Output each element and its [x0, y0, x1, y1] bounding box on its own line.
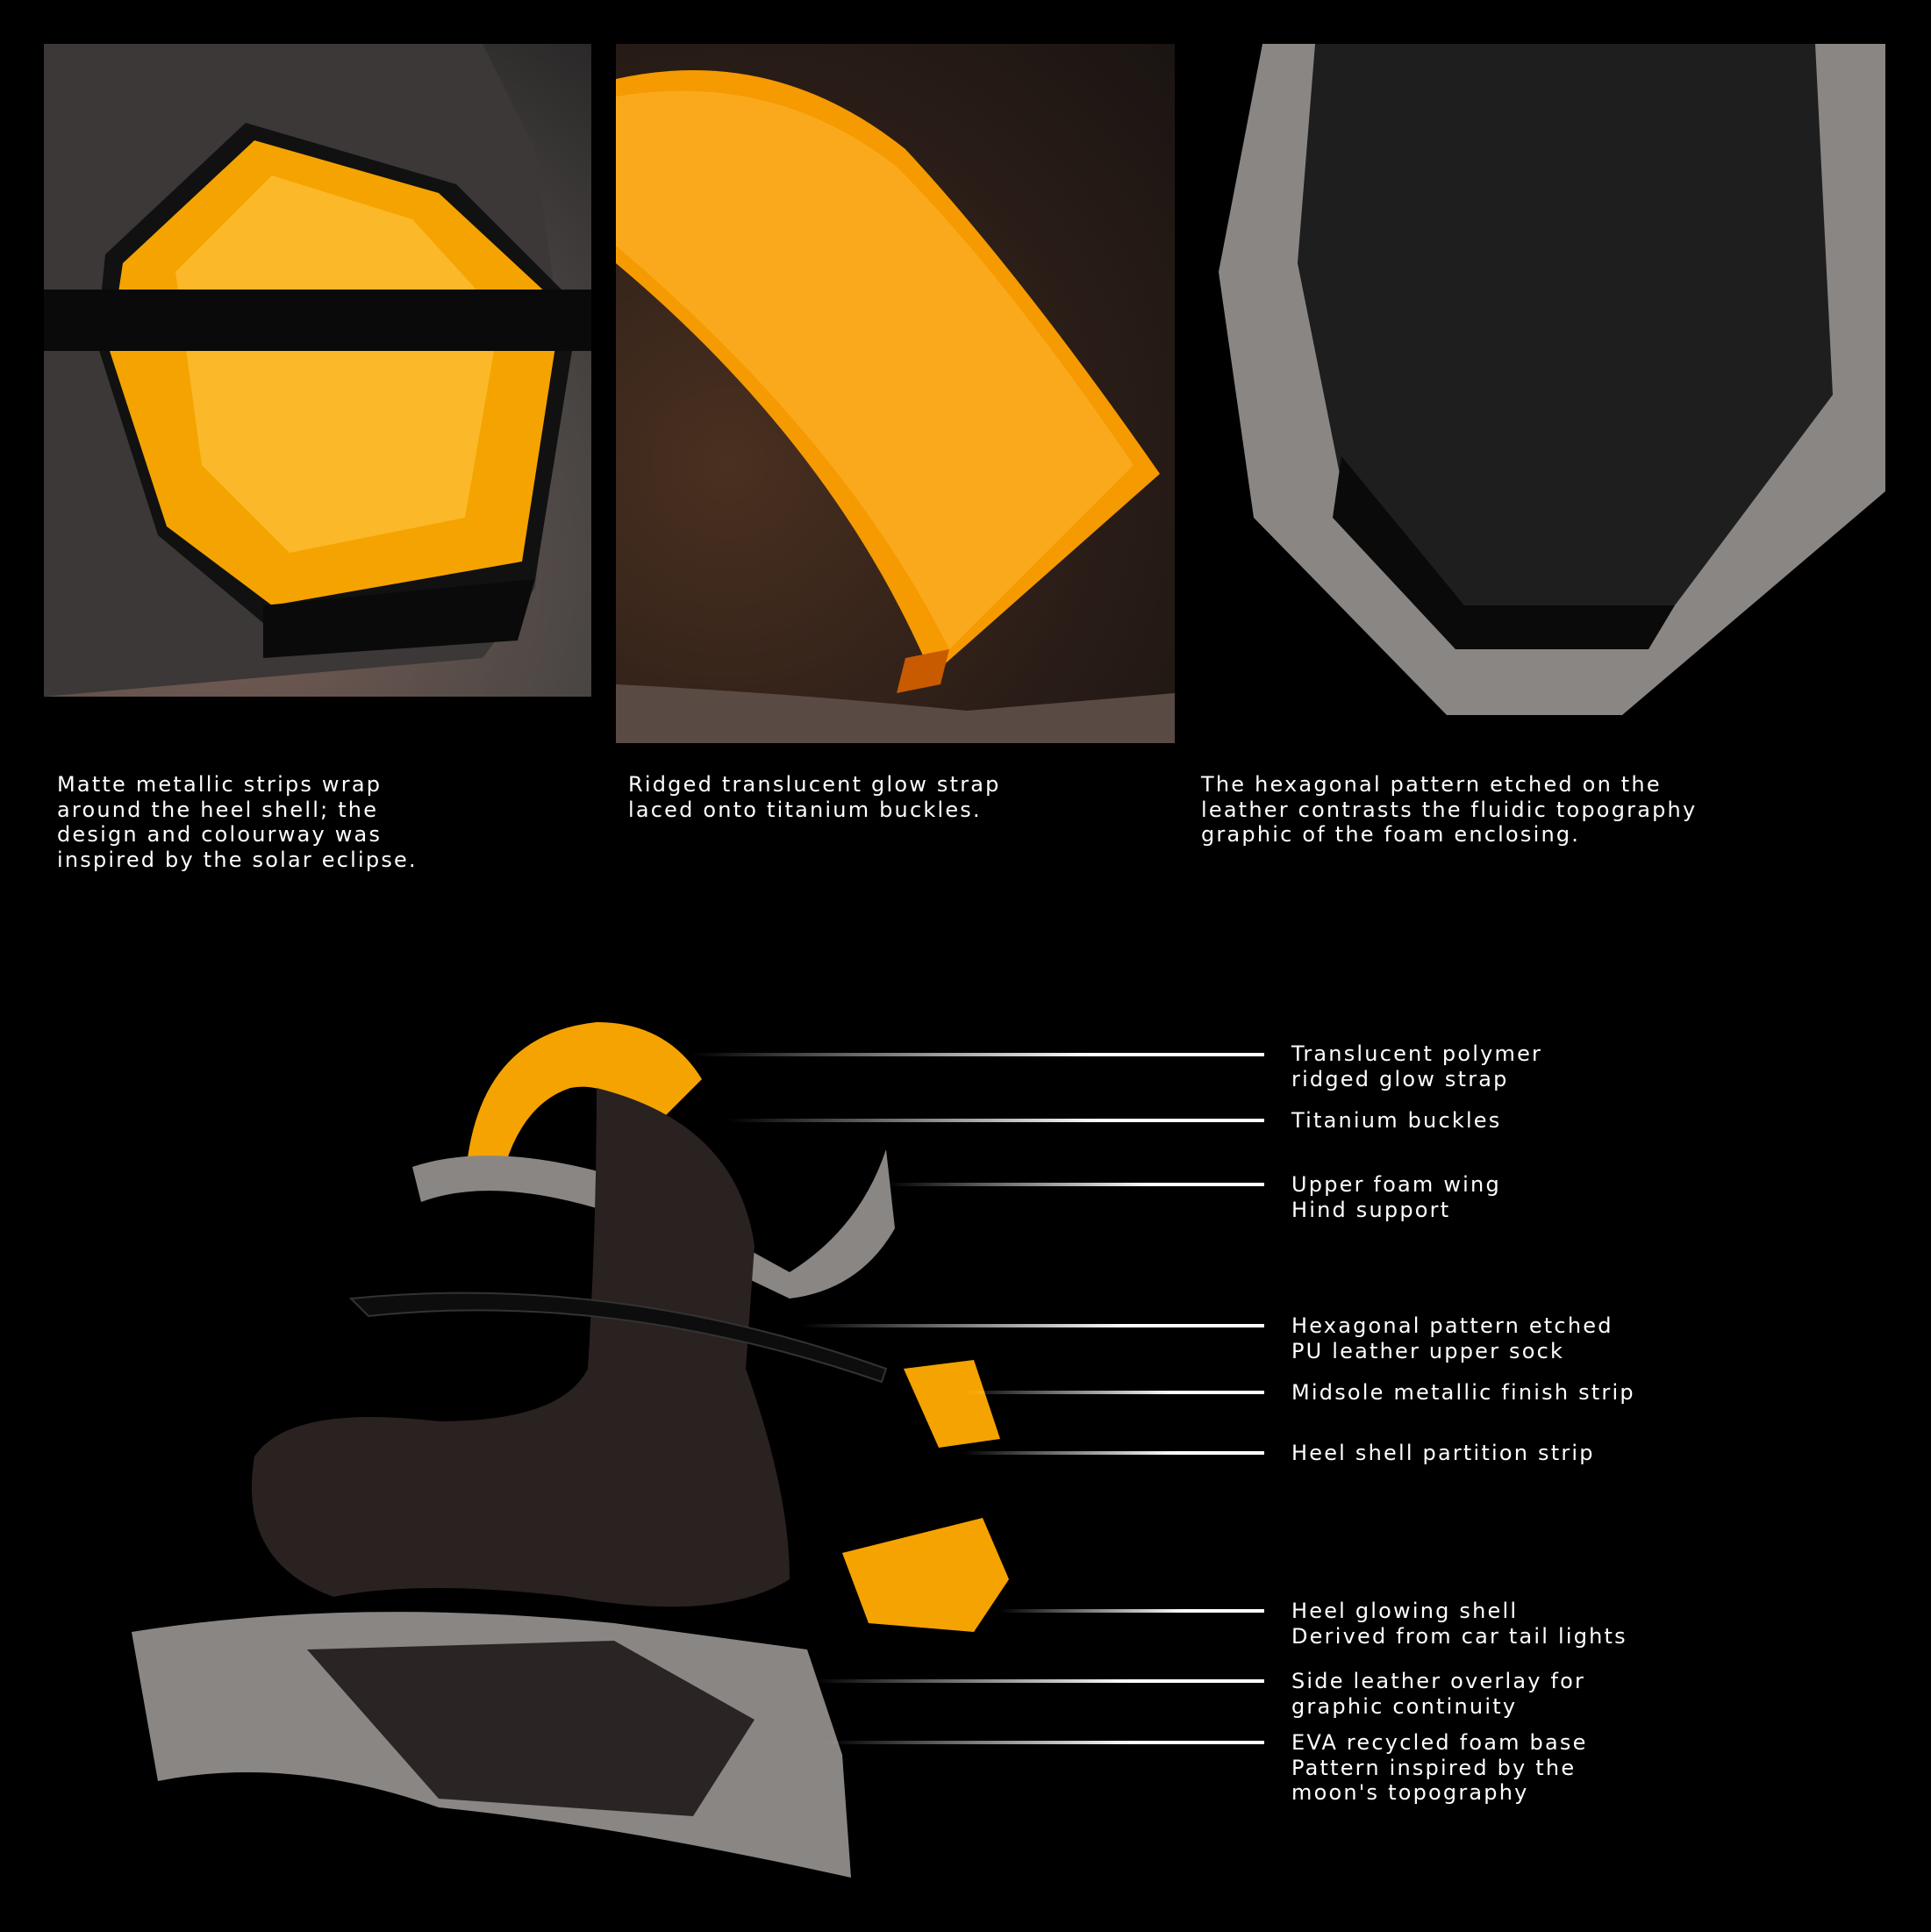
- glow-strap-illustration: [616, 70, 1175, 743]
- hex-leather-closeup-image: [1201, 44, 1885, 715]
- label-hex-leather-sock: Hexagonal pattern etched PU leather uppe…: [1291, 1313, 1613, 1363]
- heel-shell-illustration: [44, 44, 591, 697]
- leader-line: [801, 1324, 1264, 1327]
- leader-line: [962, 1451, 1264, 1455]
- leader-line: [813, 1679, 1264, 1683]
- hex-leather-illustration: [1219, 44, 1885, 715]
- eva-foam-base-part: [132, 1612, 851, 1878]
- label-side-leather-overlay: Side leather overlay for graphic continu…: [1291, 1669, 1586, 1719]
- midsole-strip-part: [348, 1292, 888, 1384]
- exploded-shoe-illustration: [132, 1022, 1009, 1878]
- label-heel-partition-strip: Heel shell partition strip: [1291, 1441, 1595, 1465]
- caption-glow-strap: Ridged translucent glow strap laced onto…: [628, 772, 1001, 822]
- leader-line: [727, 1119, 1264, 1122]
- label-midsole-strip: Midsole metallic finish strip: [1291, 1380, 1635, 1405]
- label-heel-glowing-shell: Heel glowing shell Derived from car tail…: [1291, 1599, 1627, 1649]
- label-titanium-buckles: Titanium buckles: [1291, 1108, 1502, 1133]
- leader-line: [887, 1183, 1264, 1186]
- heel-shell-closeup-image: [44, 44, 591, 697]
- heel-glowing-shell-part: [842, 1360, 1009, 1632]
- leather-sock-part: [251, 1088, 790, 1607]
- label-upper-foam-wing: Upper foam wing Hind support: [1291, 1172, 1501, 1222]
- caption-hex-leather: The hexagonal pattern etched on the leat…: [1201, 772, 1698, 847]
- label-eva-foam-base: EVA recycled foam base Pattern inspired …: [1291, 1730, 1588, 1805]
- label-glow-strap: Translucent polymer ridged glow strap: [1291, 1041, 1543, 1091]
- leader-line: [998, 1609, 1264, 1613]
- glow-strap-part: [465, 1022, 702, 1184]
- glow-strap-closeup-image: [616, 44, 1175, 743]
- leader-line: [962, 1391, 1264, 1394]
- leader-line: [826, 1741, 1264, 1744]
- leader-line: [690, 1053, 1264, 1056]
- caption-heel-shell: Matte metallic strips wrap around the he…: [57, 772, 418, 872]
